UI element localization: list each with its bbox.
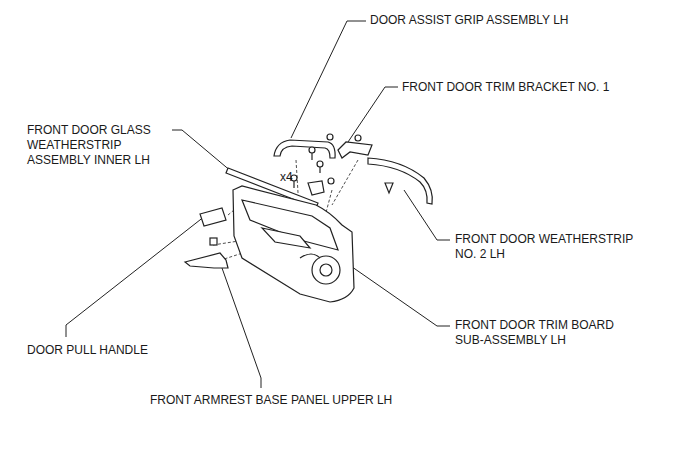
part-label: FRONT DOOR GLASS WEATHERSTRIP ASSEMBLY I… — [27, 123, 159, 168]
assist-grip — [274, 140, 335, 158]
part-label: FRONT DOOR WEATHERSTRIP NO. 2 LH — [455, 232, 645, 262]
quantity-label: x4 — [280, 170, 310, 185]
leader-lines — [66, 21, 450, 388]
part-label: FRONT DOOR TRIM BOARD SUB-ASSEMBLY LH — [455, 318, 633, 348]
part-label: DOOR PULL HANDLE — [27, 343, 227, 358]
trim-board — [233, 186, 354, 302]
door-weatherstrip-2 — [368, 158, 432, 204]
part-label: FRONT DOOR TRIM BRACKET NO. 1 — [402, 80, 662, 95]
trim-bracket — [338, 142, 372, 158]
part-label: DOOR ASSIST GRIP ASSEMBLY LH — [370, 13, 630, 28]
door-pull-handle — [200, 208, 226, 226]
part-label: FRONT ARMREST BASE PANEL UPPER LH — [150, 393, 470, 408]
armrest-base-panel — [185, 253, 228, 268]
